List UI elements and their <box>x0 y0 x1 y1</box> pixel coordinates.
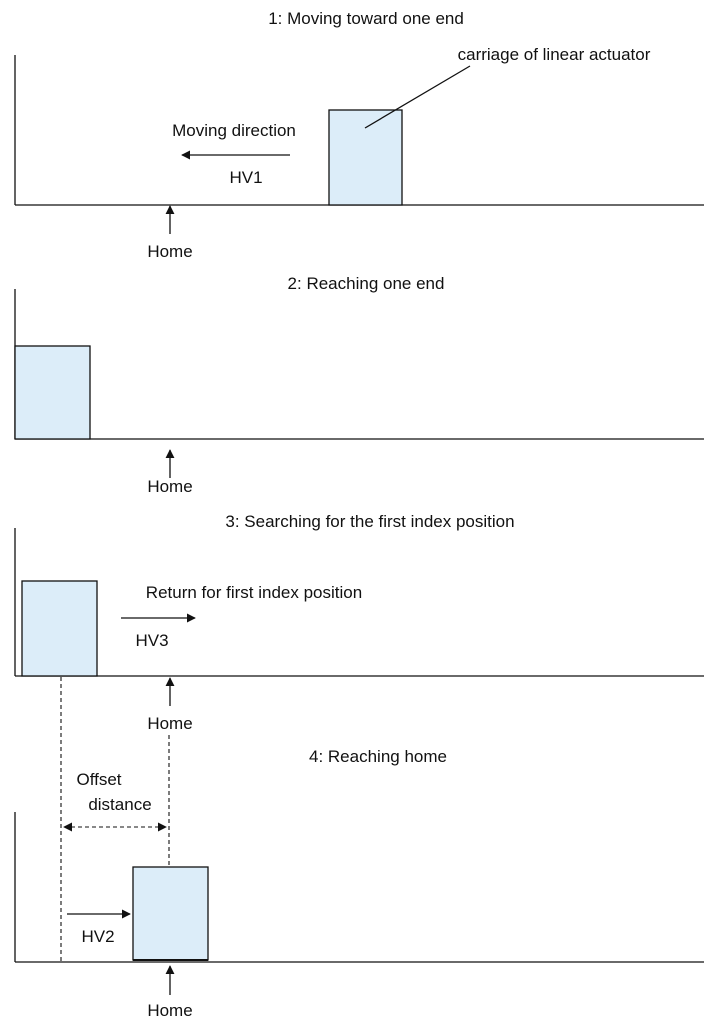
panel-3-title: 3: Searching for the first index positio… <box>225 512 514 531</box>
carriage <box>21 580 98 677</box>
home-label: Home <box>147 242 192 261</box>
panel-4: 4: Reaching home Offset distance HV2 Hom… <box>14 747 704 1018</box>
panel-1-title: 1: Moving toward one end <box>268 9 464 28</box>
home-label: Home <box>147 1001 192 1018</box>
direction-label: Return for first index position <box>146 583 362 602</box>
panel-1: 1: Moving toward one end carriage of lin… <box>14 9 704 261</box>
speed-label-hv1: HV1 <box>229 168 262 187</box>
carriage <box>132 866 209 961</box>
carriage <box>14 345 91 440</box>
home-label: Home <box>147 714 192 733</box>
direction-label: Moving direction <box>172 121 296 140</box>
panel-2: 2: Reaching one end Home <box>14 274 704 496</box>
panel-2-title: 2: Reaching one end <box>288 274 445 293</box>
carriage <box>328 109 403 206</box>
panel-3: 3: Searching for the first index positio… <box>14 512 704 733</box>
speed-label-hv3: HV3 <box>135 631 168 650</box>
carriage-label: carriage of linear actuator <box>458 45 651 64</box>
offset-label-line2: distance <box>88 795 151 814</box>
speed-label-hv2: HV2 <box>81 927 114 946</box>
panel-4-title: 4: Reaching home <box>309 747 447 766</box>
carriage-leader-line <box>364 65 471 129</box>
home-label: Home <box>147 477 192 496</box>
offset-label-line1: Offset <box>76 770 121 789</box>
